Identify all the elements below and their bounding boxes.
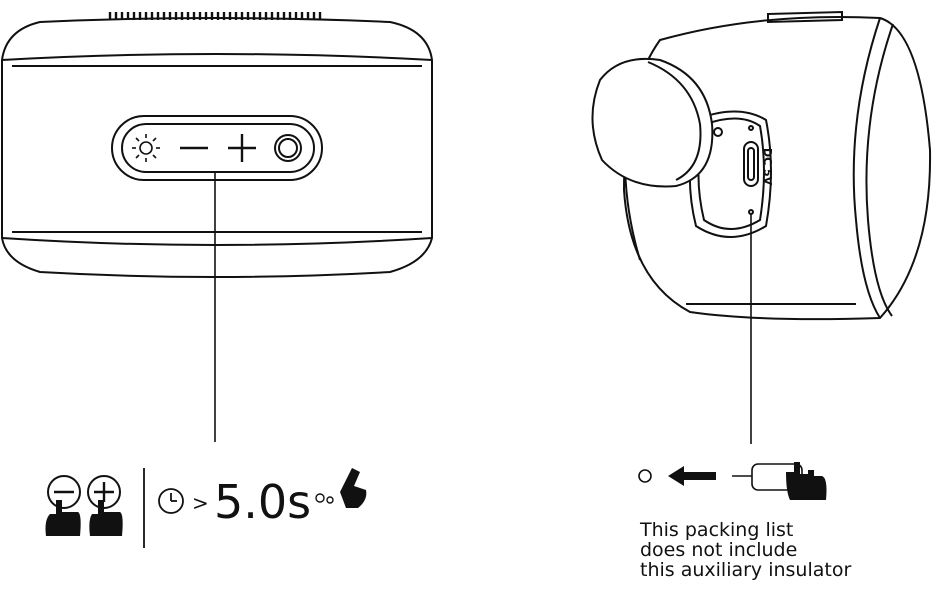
led-dot-bottom (748, 209, 754, 215)
plus-press-finger-icon (87, 475, 123, 536)
upper-band-line (1, 53, 433, 61)
tap-hand-icon (315, 468, 367, 508)
lower-band-line (1, 237, 433, 246)
brightness-icon (132, 134, 160, 162)
hold-duration: 5.0s (214, 475, 311, 529)
removed-cover-rim (647, 61, 702, 181)
pull-insulator-instruction (638, 462, 827, 500)
port-recess (688, 110, 772, 238)
arrow-left-icon (668, 466, 716, 486)
speaker-body-outline (0, 17, 433, 278)
usb-c-port (743, 141, 759, 187)
removed-cover (591, 57, 714, 188)
port-recess-inner (697, 117, 765, 230)
power-icon (274, 134, 302, 162)
plus-icon (228, 134, 256, 162)
press-hold-instruction: > 5.0s (45, 468, 367, 548)
button-panel-inner (121, 123, 315, 173)
speaker-side-view (591, 10, 932, 444)
cover-hinge (713, 127, 723, 137)
insulator-removed-dot (638, 469, 652, 483)
note-line-1: This packing list (639, 519, 793, 541)
button-panel-outer (111, 115, 323, 181)
port-label: DC 5V (761, 148, 774, 186)
front-face-inner (865, 23, 894, 317)
clock-icon (158, 488, 184, 514)
led-dot-top (748, 125, 754, 131)
insulator-note: This packing list does not include this … (639, 519, 851, 581)
grab-hand-icon (786, 462, 827, 500)
speaker-front-view (0, 12, 433, 442)
usb-c-port-inner (747, 147, 755, 181)
comparator-symbol: > (192, 491, 209, 515)
minus-press-finger-icon (45, 475, 81, 536)
front-face-edge (852, 17, 881, 319)
note-line-2: does not include (640, 539, 797, 561)
note-line-3: this auxiliary insulator (640, 559, 851, 581)
